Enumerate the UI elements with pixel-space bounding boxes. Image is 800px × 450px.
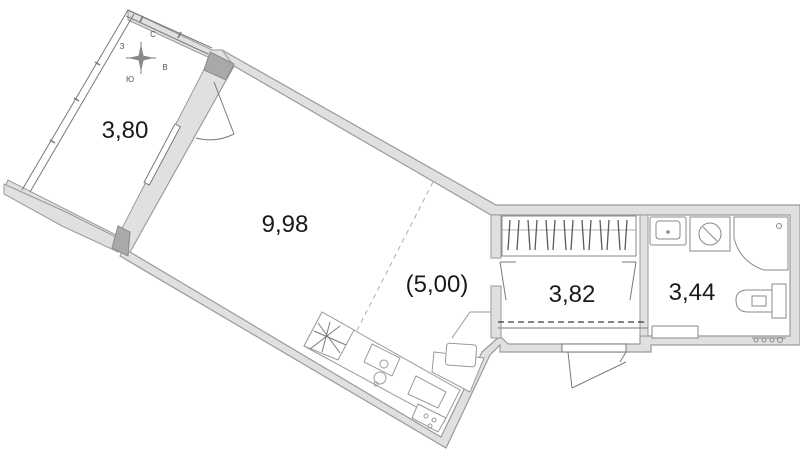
stove-icon [363, 343, 401, 387]
balcony-area-label: 3,80 [102, 117, 149, 144]
fridge-icon [303, 311, 355, 361]
compass-east: В [162, 63, 167, 72]
bath-bench [651, 325, 699, 339]
washing-machine-icon [689, 216, 731, 252]
area-labels: 3,80 9,98 (5,00) 3,82 3,44 [102, 117, 716, 308]
compass: С Ю В З [120, 30, 168, 84]
shower-icon [733, 216, 789, 271]
kitchen-sink-icon [431, 342, 485, 393]
hallway [498, 215, 648, 389]
living-room-area-label: 9,98 [262, 211, 309, 238]
bathroom-area-label: 3,44 [669, 279, 716, 306]
balcony-lower-wall [3, 183, 119, 253]
wall-column [111, 225, 131, 257]
bathroom-sink-icon [649, 216, 687, 246]
compass-west: З [120, 42, 125, 51]
toilet-icon [735, 283, 787, 319]
hallway-area-label: 3,82 [549, 281, 596, 308]
balcony-column [203, 51, 235, 81]
floor-outlets [752, 337, 786, 343]
kitchen-units [303, 311, 491, 433]
hob-icon [411, 403, 447, 433]
balcony: С Ю В З [3, 9, 235, 257]
kitchen-zone-area-label: (5,00) [406, 271, 469, 298]
partition-wall-lower [490, 285, 502, 339]
entrance-door[interactable] [561, 343, 627, 389]
partition-wall [490, 214, 502, 259]
kitchen-zone-divider [351, 181, 434, 341]
wardrobe-icon [501, 215, 637, 257]
bathroom-partition [639, 214, 649, 337]
balcony-door[interactable] [143, 81, 235, 186]
bathroom [649, 216, 789, 343]
compass-south: Ю [126, 75, 134, 84]
compass-north: С [150, 30, 156, 39]
wardrobe-doors[interactable] [499, 261, 637, 301]
washer-icon [407, 375, 447, 409]
